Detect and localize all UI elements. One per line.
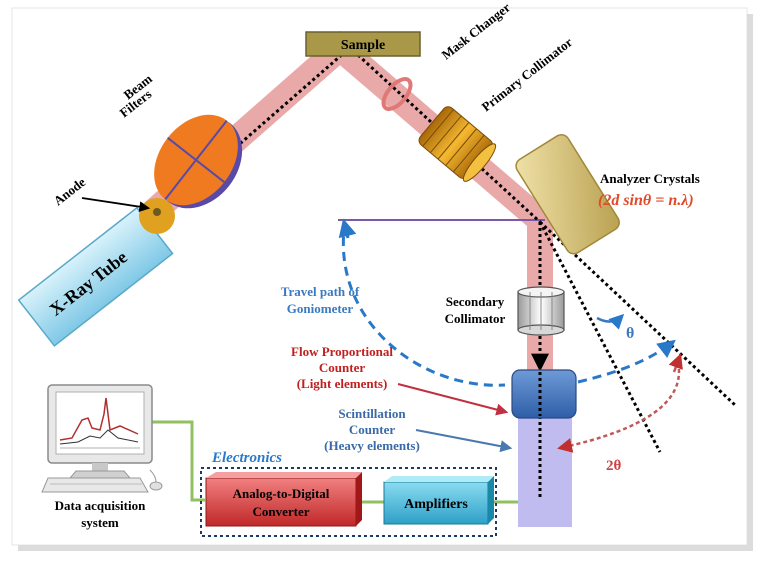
frame-shadow-right	[747, 14, 753, 547]
analyzer-crystals-label: Analyzer Crystals	[600, 171, 700, 186]
scint-counter-label-line2: Counter	[349, 422, 395, 437]
amplifiers-label: Amplifiers	[404, 497, 468, 512]
travel-path-label-line1: Travel path of	[281, 284, 360, 299]
travel-path-label-line2: Goniometer	[287, 301, 354, 316]
theta-label: θ	[626, 325, 634, 342]
amplifiers-box	[383, 476, 494, 525]
beam-filters	[154, 114, 243, 209]
scint-counter-pointer-arrow	[415, 429, 513, 453]
anode-pointer-arrow	[81, 197, 151, 213]
sample-label: Sample	[341, 38, 385, 53]
data-acquisition-label-line2: system	[81, 515, 119, 530]
electronics-group-box	[200, 467, 497, 537]
secondary-collimator-label-line2: Collimator	[445, 311, 506, 326]
electronics-label: Electronics	[211, 450, 282, 466]
secondary-collimator-label-line1: Secondary	[446, 294, 505, 309]
flow-counter-label-line2: Counter	[319, 360, 365, 375]
two-theta-label: 2θ	[606, 458, 622, 474]
computer-icon	[41, 384, 163, 493]
flow-counter-label-line3: (Light elements)	[297, 376, 388, 391]
flow-proportional-counter	[511, 369, 577, 419]
anode-focal-spot	[153, 208, 161, 216]
crystal-normal-line	[538, 221, 662, 453]
data-acquisition-label-line1: Data acquisition	[55, 498, 146, 513]
two-theta-angle-arc	[557, 361, 681, 453]
bragg-law-label: (2d sinθ = n.λ)	[598, 192, 694, 209]
flow-counter-pointer-arrow	[397, 383, 509, 416]
two-theta-arc-arrowhead	[668, 353, 683, 373]
sample	[305, 31, 421, 57]
frame-shadow-bottom	[18, 545, 753, 551]
wire-computer-to-adc	[148, 420, 205, 502]
beam-dotted-3	[356, 53, 542, 224]
mask-changer-ring	[381, 77, 413, 111]
primary-collimator	[418, 106, 497, 182]
scint-counter-label-line3: (Heavy elements)	[324, 438, 420, 453]
adc-label-line1: Analog-to-Digital	[233, 486, 330, 501]
secondary-collimator	[517, 286, 565, 336]
goniometer-arc-left	[341, 221, 506, 387]
goniometer-arc-arrowhead	[338, 218, 357, 239]
scint-counter-label-line1: Scintillation	[338, 406, 406, 421]
analyzer-crystal	[515, 133, 620, 255]
scintillation-counter	[518, 415, 572, 527]
adc-box	[205, 472, 362, 527]
adc-label-line2: Converter	[252, 504, 309, 519]
theta-angle-arc	[596, 313, 625, 330]
goniometer-arc-right	[577, 339, 676, 384]
flow-counter-label-line1: Flow Proportional	[291, 344, 393, 359]
